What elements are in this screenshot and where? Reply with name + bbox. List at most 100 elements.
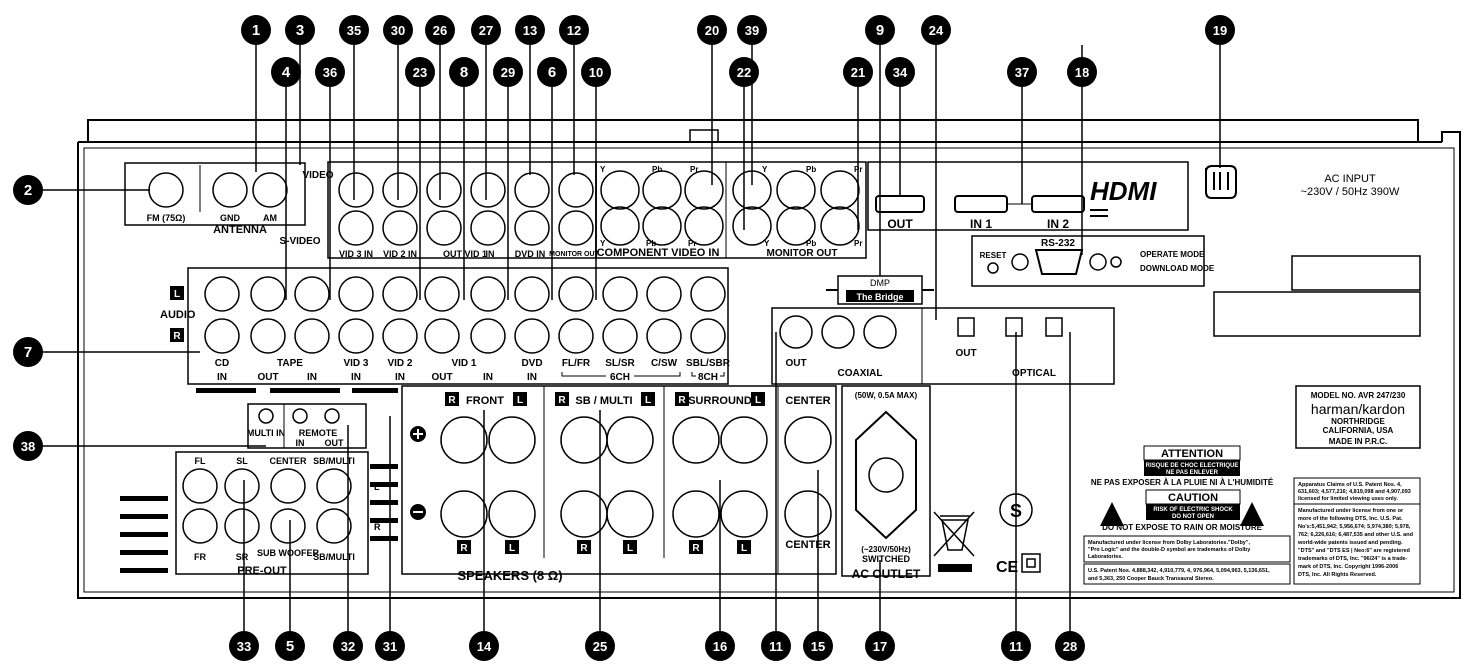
audio-jack-r-11[interactable] xyxy=(690,318,726,354)
comp-pb-label-1: Pb xyxy=(652,165,662,174)
sb-multi-label-bot: SB/MULTI xyxy=(313,552,355,562)
hdmi-out-port[interactable] xyxy=(875,195,925,213)
speaker-terminal-1[interactable] xyxy=(488,416,536,464)
hdmi-in2-port[interactable] xyxy=(1031,195,1085,213)
speaker-terminal-3[interactable] xyxy=(606,416,654,464)
optical-in1-port[interactable] xyxy=(1005,317,1023,337)
optical-in2-port[interactable] xyxy=(1045,317,1063,337)
svg-text:4: 4 xyxy=(282,64,291,81)
preout-jack-5[interactable] xyxy=(224,508,260,544)
fm-antenna-jack[interactable] xyxy=(148,172,184,208)
hdmi-out-label: OUT xyxy=(887,217,913,231)
mode-switch[interactable] xyxy=(1110,256,1122,268)
hdmi-in1-port[interactable] xyxy=(954,195,1008,213)
speaker-terminal-4[interactable] xyxy=(672,416,720,464)
component-jack-7[interactable] xyxy=(642,206,682,246)
audio-jack-r-4[interactable] xyxy=(382,318,418,354)
preout-jack-7[interactable] xyxy=(316,508,352,544)
video-jack-lower-5[interactable] xyxy=(558,210,594,246)
component-jack-6[interactable] xyxy=(600,206,640,246)
reset-button[interactable] xyxy=(987,262,999,274)
audio-jack-l-1[interactable] xyxy=(250,276,286,312)
video-jack-lower-0[interactable] xyxy=(338,210,374,246)
reset-label: RESET xyxy=(980,251,1007,260)
rs232-port[interactable] xyxy=(1034,249,1084,275)
video-jack-lower-1[interactable] xyxy=(382,210,418,246)
am-antenna-terminal[interactable] xyxy=(252,172,288,208)
coax-in1-jack[interactable] xyxy=(821,315,855,349)
component-jack-2[interactable] xyxy=(684,170,724,210)
remote-out-jack[interactable] xyxy=(324,408,340,424)
audio-jack-l-2[interactable] xyxy=(294,276,330,312)
audio-jack-r-10[interactable] xyxy=(646,318,682,354)
coax-in2-jack[interactable] xyxy=(863,315,897,349)
audio-jack-r-6[interactable] xyxy=(470,318,506,354)
component-jack-10[interactable] xyxy=(776,206,816,246)
audio-jack-l-8[interactable] xyxy=(558,276,594,312)
preout-jack-6[interactable] xyxy=(270,508,306,544)
audio-jack-l-3[interactable] xyxy=(338,276,374,312)
component-jack-9[interactable] xyxy=(732,206,772,246)
composite-video-jack-1[interactable] xyxy=(382,172,418,208)
audio-jack-l-6[interactable] xyxy=(470,276,506,312)
audio-jack-l-5[interactable] xyxy=(424,276,460,312)
svg-text:17: 17 xyxy=(873,639,887,654)
speaker-terminal-11[interactable] xyxy=(672,490,720,538)
svg-text:25: 25 xyxy=(593,639,607,654)
preout-jack-0[interactable] xyxy=(182,468,218,504)
do-not-open-label: DO NOT OPEN xyxy=(1172,514,1214,520)
callout-left-0: 2 xyxy=(13,175,43,205)
composite-video-jack-0[interactable] xyxy=(338,172,374,208)
component-jack-11[interactable] xyxy=(820,206,860,246)
component-jack-0[interactable] xyxy=(600,170,640,210)
audio-jack-r-8[interactable] xyxy=(558,318,594,354)
speaker-terminal-0[interactable] xyxy=(440,416,488,464)
gnd-terminal[interactable] xyxy=(212,172,248,208)
audio-jack-l-4[interactable] xyxy=(382,276,418,312)
callout-top-2: 35 xyxy=(339,15,369,45)
speaker-terminal-8[interactable] xyxy=(488,490,536,538)
composite-video-jack-5[interactable] xyxy=(558,172,594,208)
speaker-terminal-6[interactable] xyxy=(784,416,832,464)
video-jack-lower-2[interactable] xyxy=(426,210,462,246)
composite-video-jack-2[interactable] xyxy=(426,172,462,208)
audio-jack-l-0[interactable] xyxy=(204,276,240,312)
callout-left-1: 7 xyxy=(13,337,43,367)
video-jack-lower-3[interactable] xyxy=(470,210,506,246)
ac-outlet-socket[interactable] xyxy=(855,410,917,540)
component-jack-4[interactable] xyxy=(776,170,816,210)
multi-in-jack[interactable] xyxy=(258,408,274,424)
audio-jack-r-7[interactable] xyxy=(514,318,550,354)
preout-jack-1[interactable] xyxy=(224,468,260,504)
audio-jack-l-10[interactable] xyxy=(646,276,682,312)
component-jack-1[interactable] xyxy=(642,170,682,210)
audio-jack-r-9[interactable] xyxy=(602,318,638,354)
speaker-terminal-13[interactable] xyxy=(784,490,832,538)
component-jack-5[interactable] xyxy=(820,170,860,210)
ac-input-plug-icon[interactable] xyxy=(1205,165,1237,199)
audio-jack-r-3[interactable] xyxy=(338,318,374,354)
preout-jack-4[interactable] xyxy=(182,508,218,544)
audio-jack-r-5[interactable] xyxy=(424,318,460,354)
composite-video-jack-3[interactable] xyxy=(470,172,506,208)
component-jack-8[interactable] xyxy=(684,206,724,246)
audio-jack-l-9[interactable] xyxy=(602,276,638,312)
video-jack-lower-4[interactable] xyxy=(514,210,550,246)
speaker-terminal-5[interactable] xyxy=(720,416,768,464)
composite-video-jack-4[interactable] xyxy=(514,172,550,208)
rs232-label: RS-232 xyxy=(1041,238,1075,249)
audio-jack-r-0[interactable] xyxy=(204,318,240,354)
speaker-terminal-10[interactable] xyxy=(606,490,654,538)
optical-out-port[interactable] xyxy=(957,317,975,337)
speaker-terminal-12[interactable] xyxy=(720,490,768,538)
audio-jack-r-2[interactable] xyxy=(294,318,330,354)
preout-jack-2[interactable] xyxy=(270,468,306,504)
audio-jack-l-7[interactable] xyxy=(514,276,550,312)
speaker-terminal-7[interactable] xyxy=(440,490,488,538)
preout-jack-3[interactable] xyxy=(316,468,352,504)
remote-in-jack[interactable] xyxy=(292,408,308,424)
coax-out-jack[interactable] xyxy=(779,315,813,349)
audio-jack-l-11[interactable] xyxy=(690,276,726,312)
patent-line-2: and 5,363, 250 Cooper Bauck Transaural S… xyxy=(1088,576,1214,582)
audio-jack-r-1[interactable] xyxy=(250,318,286,354)
